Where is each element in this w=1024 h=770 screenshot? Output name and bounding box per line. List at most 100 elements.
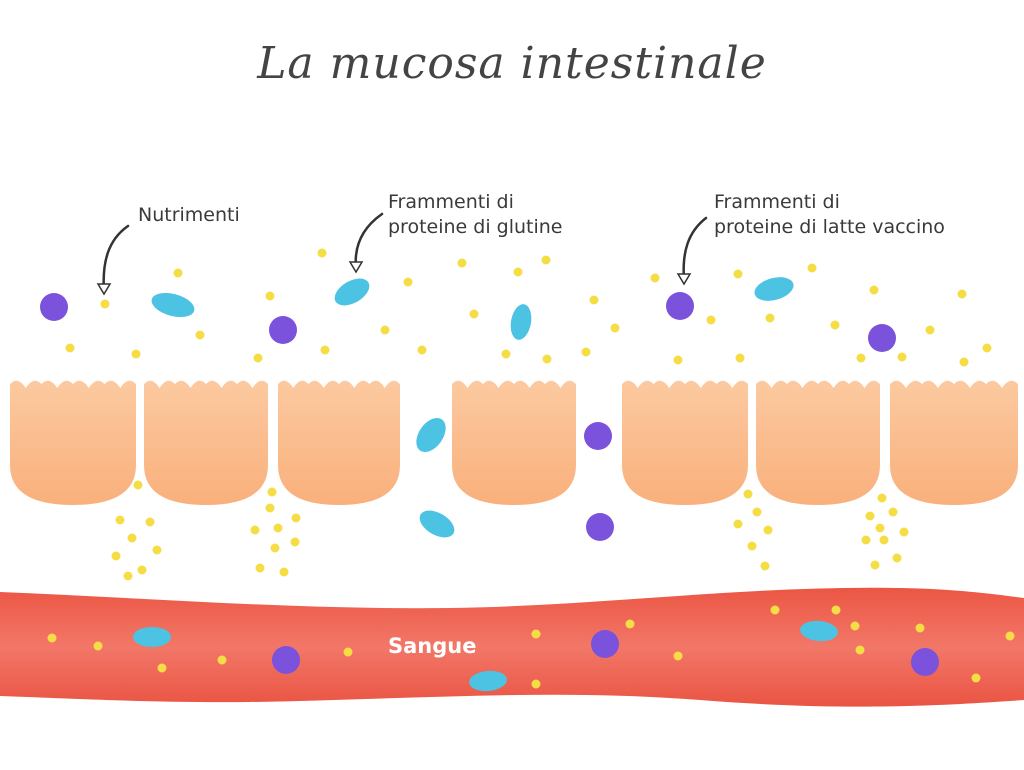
nutrient-particle	[250, 525, 260, 535]
nutrient-particle	[765, 313, 775, 323]
gluten-protein-fragment	[469, 670, 507, 692]
milk-protein-fragment	[911, 648, 939, 676]
nutrient-particle	[733, 269, 743, 279]
gluten-arrow	[354, 212, 384, 270]
gluten-label-line1: Frammenti di	[388, 191, 514, 213]
nutrient-particle	[752, 507, 762, 517]
milk-label-line1: Frammenti di	[714, 191, 840, 213]
nutrient-particle	[265, 503, 275, 513]
epithelial-cell	[10, 380, 136, 505]
gluten-label-line2: proteine di glutine	[388, 216, 563, 238]
gluten-protein-fragment	[510, 304, 532, 340]
nutrient-particle	[807, 263, 817, 273]
nutrients-arrow	[102, 224, 130, 294]
nutrient-particle	[403, 277, 413, 287]
nutrient-particle	[279, 567, 289, 577]
nutrient-particle	[971, 673, 981, 683]
nutrient-particle	[865, 511, 875, 521]
milk-protein-fragment	[40, 293, 68, 321]
nutrient-particle	[273, 523, 283, 533]
nutrient-particle	[290, 537, 300, 547]
nutrient-particle	[861, 535, 871, 545]
nutrient-particle	[217, 655, 227, 665]
gluten-protein-fragment	[419, 510, 455, 538]
milk-protein-fragment	[868, 324, 896, 352]
nutrient-particle	[137, 565, 147, 575]
nutrient-particle	[542, 354, 552, 364]
nutrient-particle	[959, 357, 969, 367]
nutrient-particle	[469, 309, 479, 319]
epithelial-cell	[278, 380, 400, 505]
nutrient-particle	[856, 353, 866, 363]
nutrient-particle	[875, 523, 885, 533]
gluten-label: Frammenti di proteine di glutine	[388, 190, 563, 240]
nutrient-particle	[145, 517, 155, 527]
milk-label-line2: proteine di latte vaccino	[714, 216, 945, 238]
milk-protein-fragment	[591, 630, 619, 658]
milk-protein-fragment	[272, 646, 300, 674]
nutrient-particle	[115, 515, 125, 525]
nutrient-particle	[291, 513, 301, 523]
nutrient-particle	[255, 563, 265, 573]
milk-protein-fragment	[584, 422, 612, 450]
nutrient-particle	[589, 295, 599, 305]
nutrient-particle	[879, 535, 889, 545]
nutrient-particle	[127, 533, 137, 543]
nutrient-particle	[870, 560, 880, 570]
nutrient-particle	[93, 641, 103, 651]
nutrient-particle	[625, 619, 635, 629]
gluten-protein-fragment	[151, 292, 195, 318]
nutrient-particle	[131, 349, 141, 359]
nutrient-particle	[915, 623, 925, 633]
nutrient-particle	[270, 543, 280, 553]
nutrients-label: Nutrimenti	[138, 204, 240, 226]
nutrient-particle	[47, 633, 57, 643]
nutrient-particle	[531, 629, 541, 639]
gluten-protein-fragment	[416, 417, 446, 453]
nutrient-particle	[855, 645, 865, 655]
nutrient-particle	[982, 343, 992, 353]
nutrient-particle	[743, 489, 753, 499]
nutrient-particle	[925, 325, 935, 335]
nutrient-particle	[152, 545, 162, 555]
gluten-protein-fragment	[800, 620, 838, 642]
nutrient-particle	[265, 291, 275, 301]
nutrient-particle	[320, 345, 330, 355]
milk-label: Frammenti di proteine di latte vaccino	[714, 190, 945, 240]
nutrient-particle	[267, 487, 277, 497]
nutrient-particle	[897, 352, 907, 362]
nutrient-particle	[123, 571, 133, 581]
nutrient-particle	[735, 353, 745, 363]
nutrient-particle	[253, 353, 263, 363]
nutrient-particle	[65, 343, 75, 353]
nutrient-particle	[173, 268, 183, 278]
nutrient-particle	[877, 493, 887, 503]
milk-protein-fragment	[269, 316, 297, 344]
nutrient-particle	[733, 519, 743, 529]
gluten-protein-fragment	[754, 277, 794, 301]
nutrient-particle	[831, 605, 841, 615]
gluten-protein-fragment	[334, 278, 370, 306]
milk-protein-fragment	[586, 513, 614, 541]
nutrient-particle	[830, 320, 840, 330]
nutrient-particle	[770, 605, 780, 615]
nutrient-particle	[888, 507, 898, 517]
nutrient-particle	[706, 315, 716, 325]
blood-vessel	[0, 587, 1024, 707]
nutrient-particle	[501, 349, 511, 359]
blood-label: Sangue	[388, 634, 477, 658]
nutrient-particle	[157, 663, 167, 673]
epithelial-cell	[890, 380, 1018, 505]
nutrient-particle	[747, 541, 757, 551]
nutrient-particle	[899, 527, 909, 537]
nutrient-particle	[457, 258, 467, 268]
nutrient-particle	[763, 525, 773, 535]
nutrient-particle	[111, 551, 121, 561]
milk-protein-fragment	[666, 292, 694, 320]
epithelial-cell	[622, 380, 748, 505]
page-title: La mucosa intestinale	[257, 38, 767, 89]
arrows	[96, 212, 708, 296]
nutrient-particle	[650, 273, 660, 283]
nutrient-particle	[343, 647, 353, 657]
nutrient-particle	[869, 285, 879, 295]
